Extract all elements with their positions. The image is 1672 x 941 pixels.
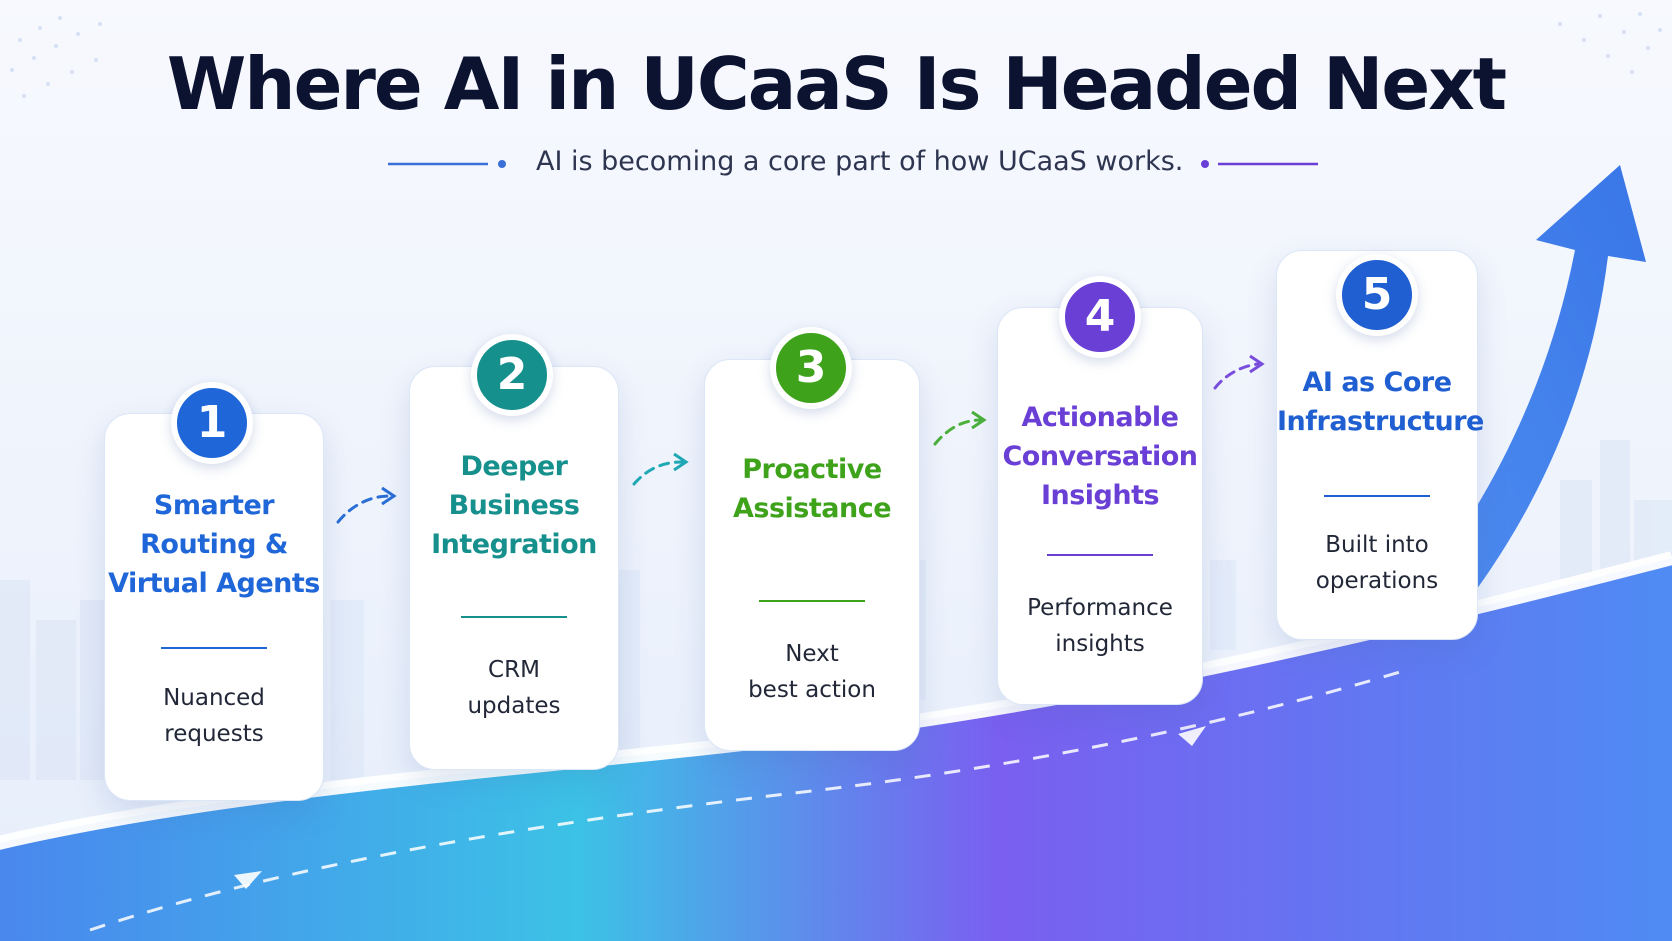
step-description: CRM updates xyxy=(467,657,561,719)
page-title: Where AI in UCaaS Is Headed Next xyxy=(166,42,1507,126)
divider xyxy=(161,647,267,649)
divider xyxy=(1324,495,1430,497)
step-badge-5: 5 xyxy=(1336,254,1418,336)
step-description: Built into operations xyxy=(1315,532,1439,594)
step-badge-2: 2 xyxy=(471,334,553,416)
divider xyxy=(759,600,865,602)
divider xyxy=(461,616,567,618)
step-title: Proactive Assistance xyxy=(732,454,892,524)
step-title: AI as Core Infrastructure xyxy=(1277,367,1484,437)
growth-arrow-icon xyxy=(1378,165,1646,660)
step-badge-4: 4 xyxy=(1059,276,1141,358)
step-title: Deeper Business Integration xyxy=(431,451,597,560)
step-card-3: Proactive Assistance Next best action xyxy=(704,359,920,751)
step-badge-3: 3 xyxy=(770,327,852,409)
step-card-2: Deeper Business Integration CRM updates xyxy=(409,366,619,770)
step-arrow-icon xyxy=(336,362,1260,524)
step-card-1: Smarter Routing & Virtual Agents Nuanced… xyxy=(104,413,324,801)
step-card-4: Actionable Conversation Insights Perform… xyxy=(997,307,1203,705)
step-title: Smarter Routing & Virtual Agents xyxy=(108,490,320,599)
step-title: Actionable Conversation Insights xyxy=(1002,402,1198,511)
step-description: Nuanced requests xyxy=(163,685,265,747)
page-subtitle: AI is becoming a core part of how UCaaS … xyxy=(536,146,1184,177)
path-arrow-icon xyxy=(89,670,1401,932)
subtitle-decor xyxy=(388,160,1318,168)
divider xyxy=(1047,554,1153,556)
step-badge-1: 1 xyxy=(171,382,253,464)
step-description: Performance insights xyxy=(1027,595,1173,657)
dot-pattern xyxy=(10,12,1662,98)
step-description: Next best action xyxy=(748,641,876,703)
